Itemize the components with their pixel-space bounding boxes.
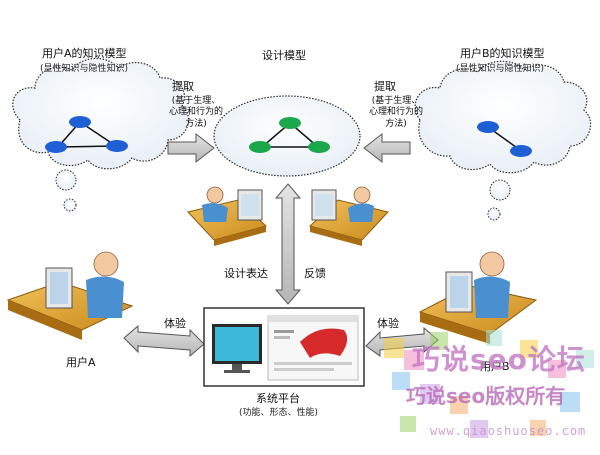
user-a-cloud bbox=[12, 57, 190, 212]
user-a-figure bbox=[6, 251, 134, 340]
blue-node bbox=[45, 141, 67, 153]
extract-arrow-right bbox=[363, 132, 411, 164]
user-b-model-subtitle: (显性知识与隐性知识) bbox=[456, 64, 545, 74]
blue-node bbox=[510, 145, 532, 157]
user-a-node-graph bbox=[45, 116, 128, 153]
blue-node bbox=[477, 121, 499, 133]
watermark-line1: 巧说seo论坛 bbox=[412, 343, 586, 376]
system-platform-subtitle: (功能、形态、性能) bbox=[239, 408, 319, 418]
system-platform-title: 系统平台 bbox=[256, 392, 300, 405]
designer-right-figure bbox=[308, 186, 389, 246]
experience-right-label: 体验 bbox=[377, 317, 399, 330]
user-a-model-subtitle: (显性知识与隐性知识) bbox=[40, 64, 129, 74]
extract-left-title: 提取 bbox=[172, 80, 194, 93]
vertical-double-arrow bbox=[274, 183, 302, 305]
blue-node bbox=[69, 116, 91, 128]
system-platform-box bbox=[203, 307, 365, 387]
green-node bbox=[279, 117, 301, 129]
blue-node bbox=[106, 140, 128, 152]
user-b-node-graph bbox=[477, 121, 532, 157]
user-b-model-title: 用户B的知识模型 bbox=[460, 47, 545, 60]
green-node bbox=[308, 141, 330, 153]
extract-left-line3: 方法) bbox=[185, 118, 207, 129]
extract-right-line2: 心理和行为的 bbox=[368, 107, 423, 118]
watermark-url: www.qiaoshuoseo.com bbox=[430, 424, 587, 438]
extract-left-line2: 心理和行为的 bbox=[168, 107, 223, 118]
watermark-squares bbox=[384, 330, 594, 438]
experience-arrow-left bbox=[123, 324, 205, 358]
green-node bbox=[249, 141, 271, 153]
extract-left-desc: (基于生理、 心理和行为的 方法) bbox=[160, 96, 232, 130]
design-model-ellipse bbox=[213, 95, 361, 177]
extract-right-line3: 方法) bbox=[385, 118, 407, 129]
user-a-model-title: 用户A的知识模型 bbox=[42, 47, 127, 60]
extract-arrow-left bbox=[167, 132, 215, 164]
extract-right-title: 提取 bbox=[374, 80, 396, 93]
design-model-title: 设计模型 bbox=[262, 49, 306, 62]
experience-left-label: 体验 bbox=[164, 317, 186, 330]
watermark-line2: 巧说seo版权所有 bbox=[406, 384, 566, 408]
user-b-label: 用户B bbox=[480, 360, 510, 373]
designer-left-figure bbox=[187, 186, 268, 246]
extract-left-line1: (基于生理、 bbox=[171, 96, 221, 106]
extract-right-line1: (基于生理、 bbox=[371, 96, 421, 106]
user-b-cloud bbox=[414, 60, 592, 221]
user-a-label: 用户A bbox=[66, 356, 96, 369]
user-b-figure bbox=[418, 251, 538, 344]
extract-right-desc: (基于生理、 心理和行为的 方法) bbox=[360, 96, 432, 130]
feedback-label: 反馈 bbox=[304, 267, 326, 280]
design-expression-label: 设计表达 bbox=[224, 267, 268, 280]
